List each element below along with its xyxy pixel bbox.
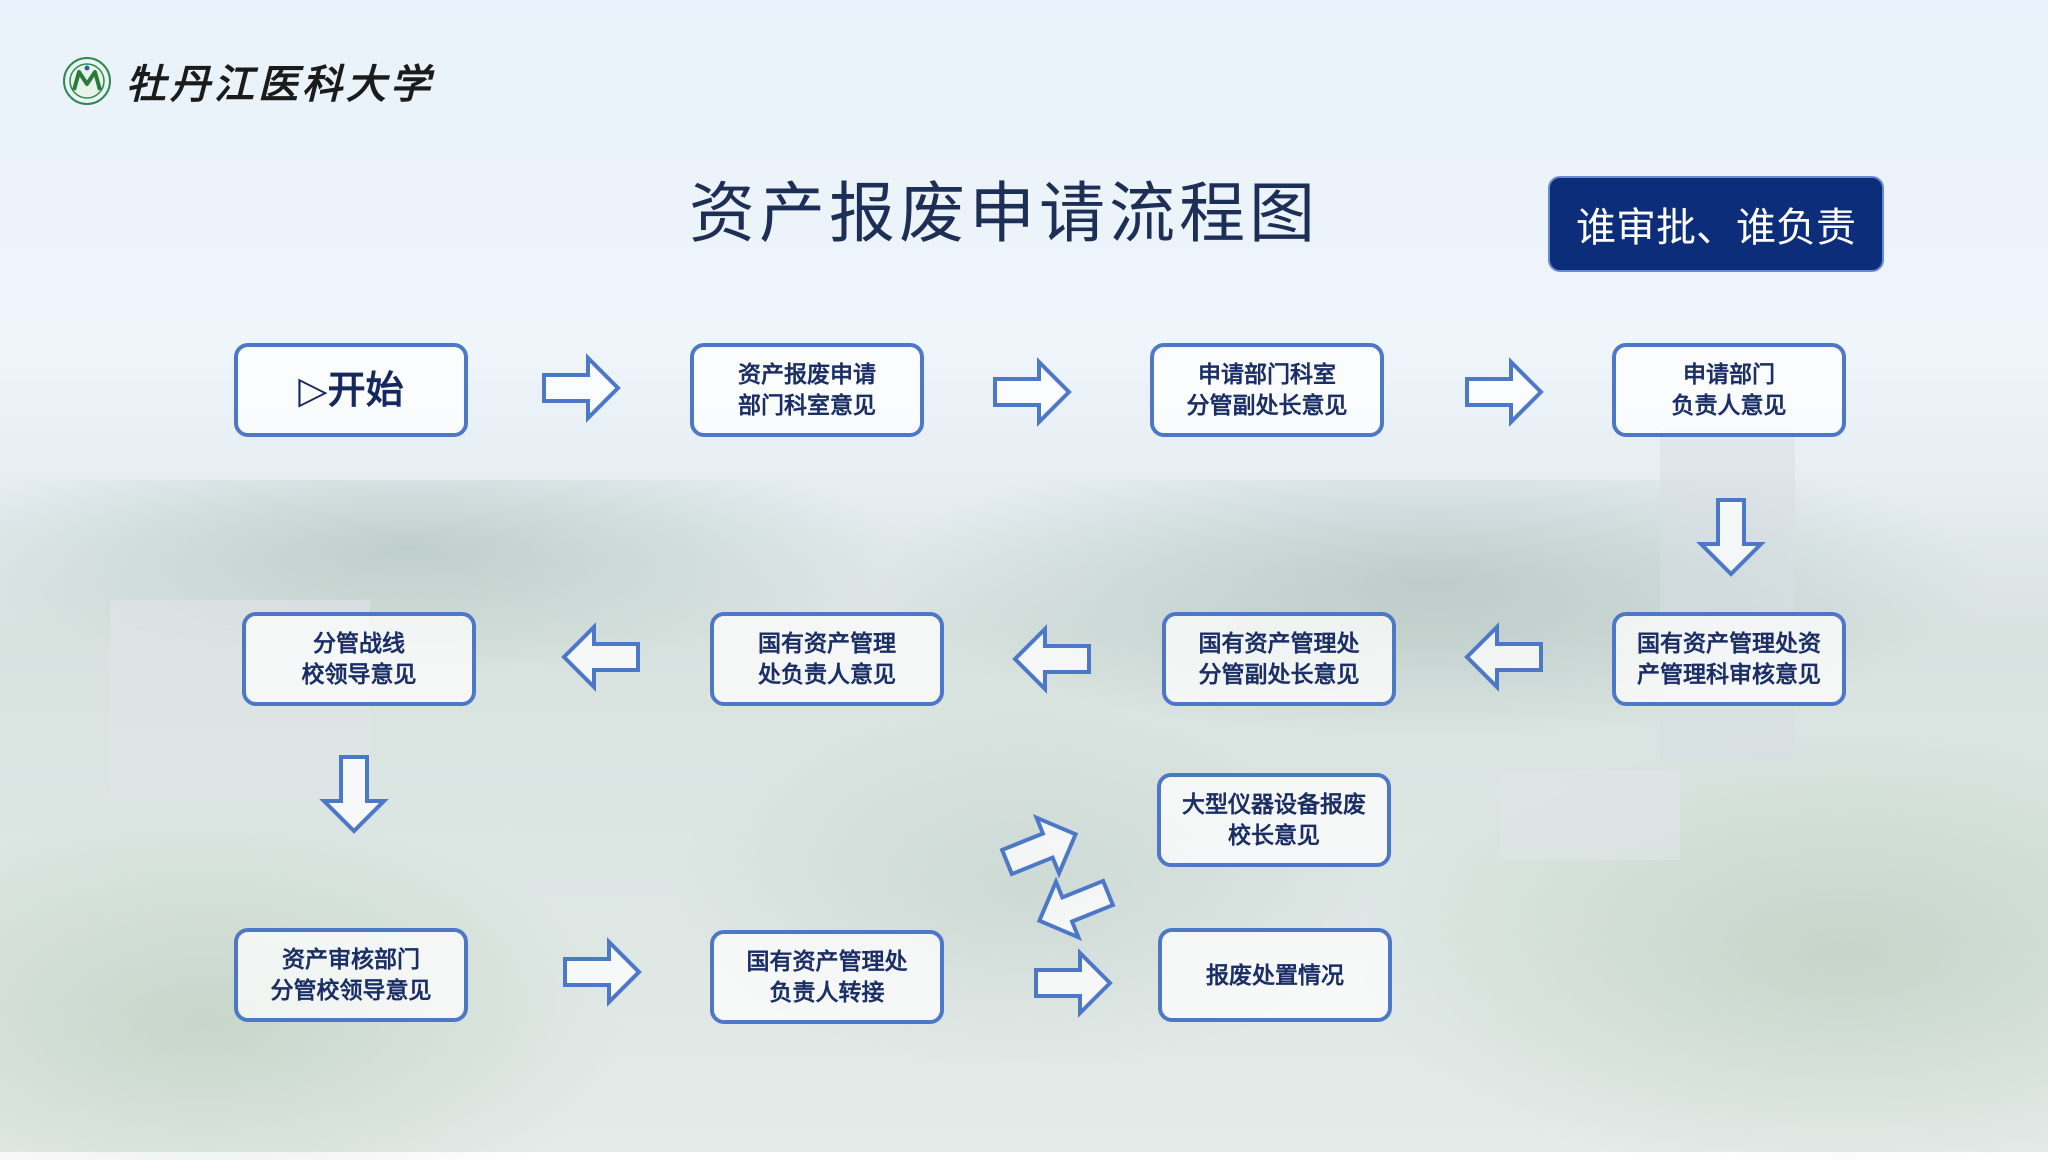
arrow-right-icon [1036, 953, 1110, 1013]
arrow-left-icon [1467, 627, 1541, 687]
arrow-down-left-icon [1028, 865, 1119, 948]
arrow-down-icon [1701, 500, 1761, 574]
arrow-left-icon [1015, 629, 1089, 689]
arrow-left-icon [564, 627, 638, 687]
arrow-right-icon [565, 942, 639, 1002]
arrow-right-icon [1467, 362, 1541, 422]
arrow-right-icon [544, 358, 618, 418]
arrow-right-icon [995, 362, 1069, 422]
arrow-up-right-icon [996, 806, 1087, 889]
arrow-down-icon [324, 757, 384, 831]
